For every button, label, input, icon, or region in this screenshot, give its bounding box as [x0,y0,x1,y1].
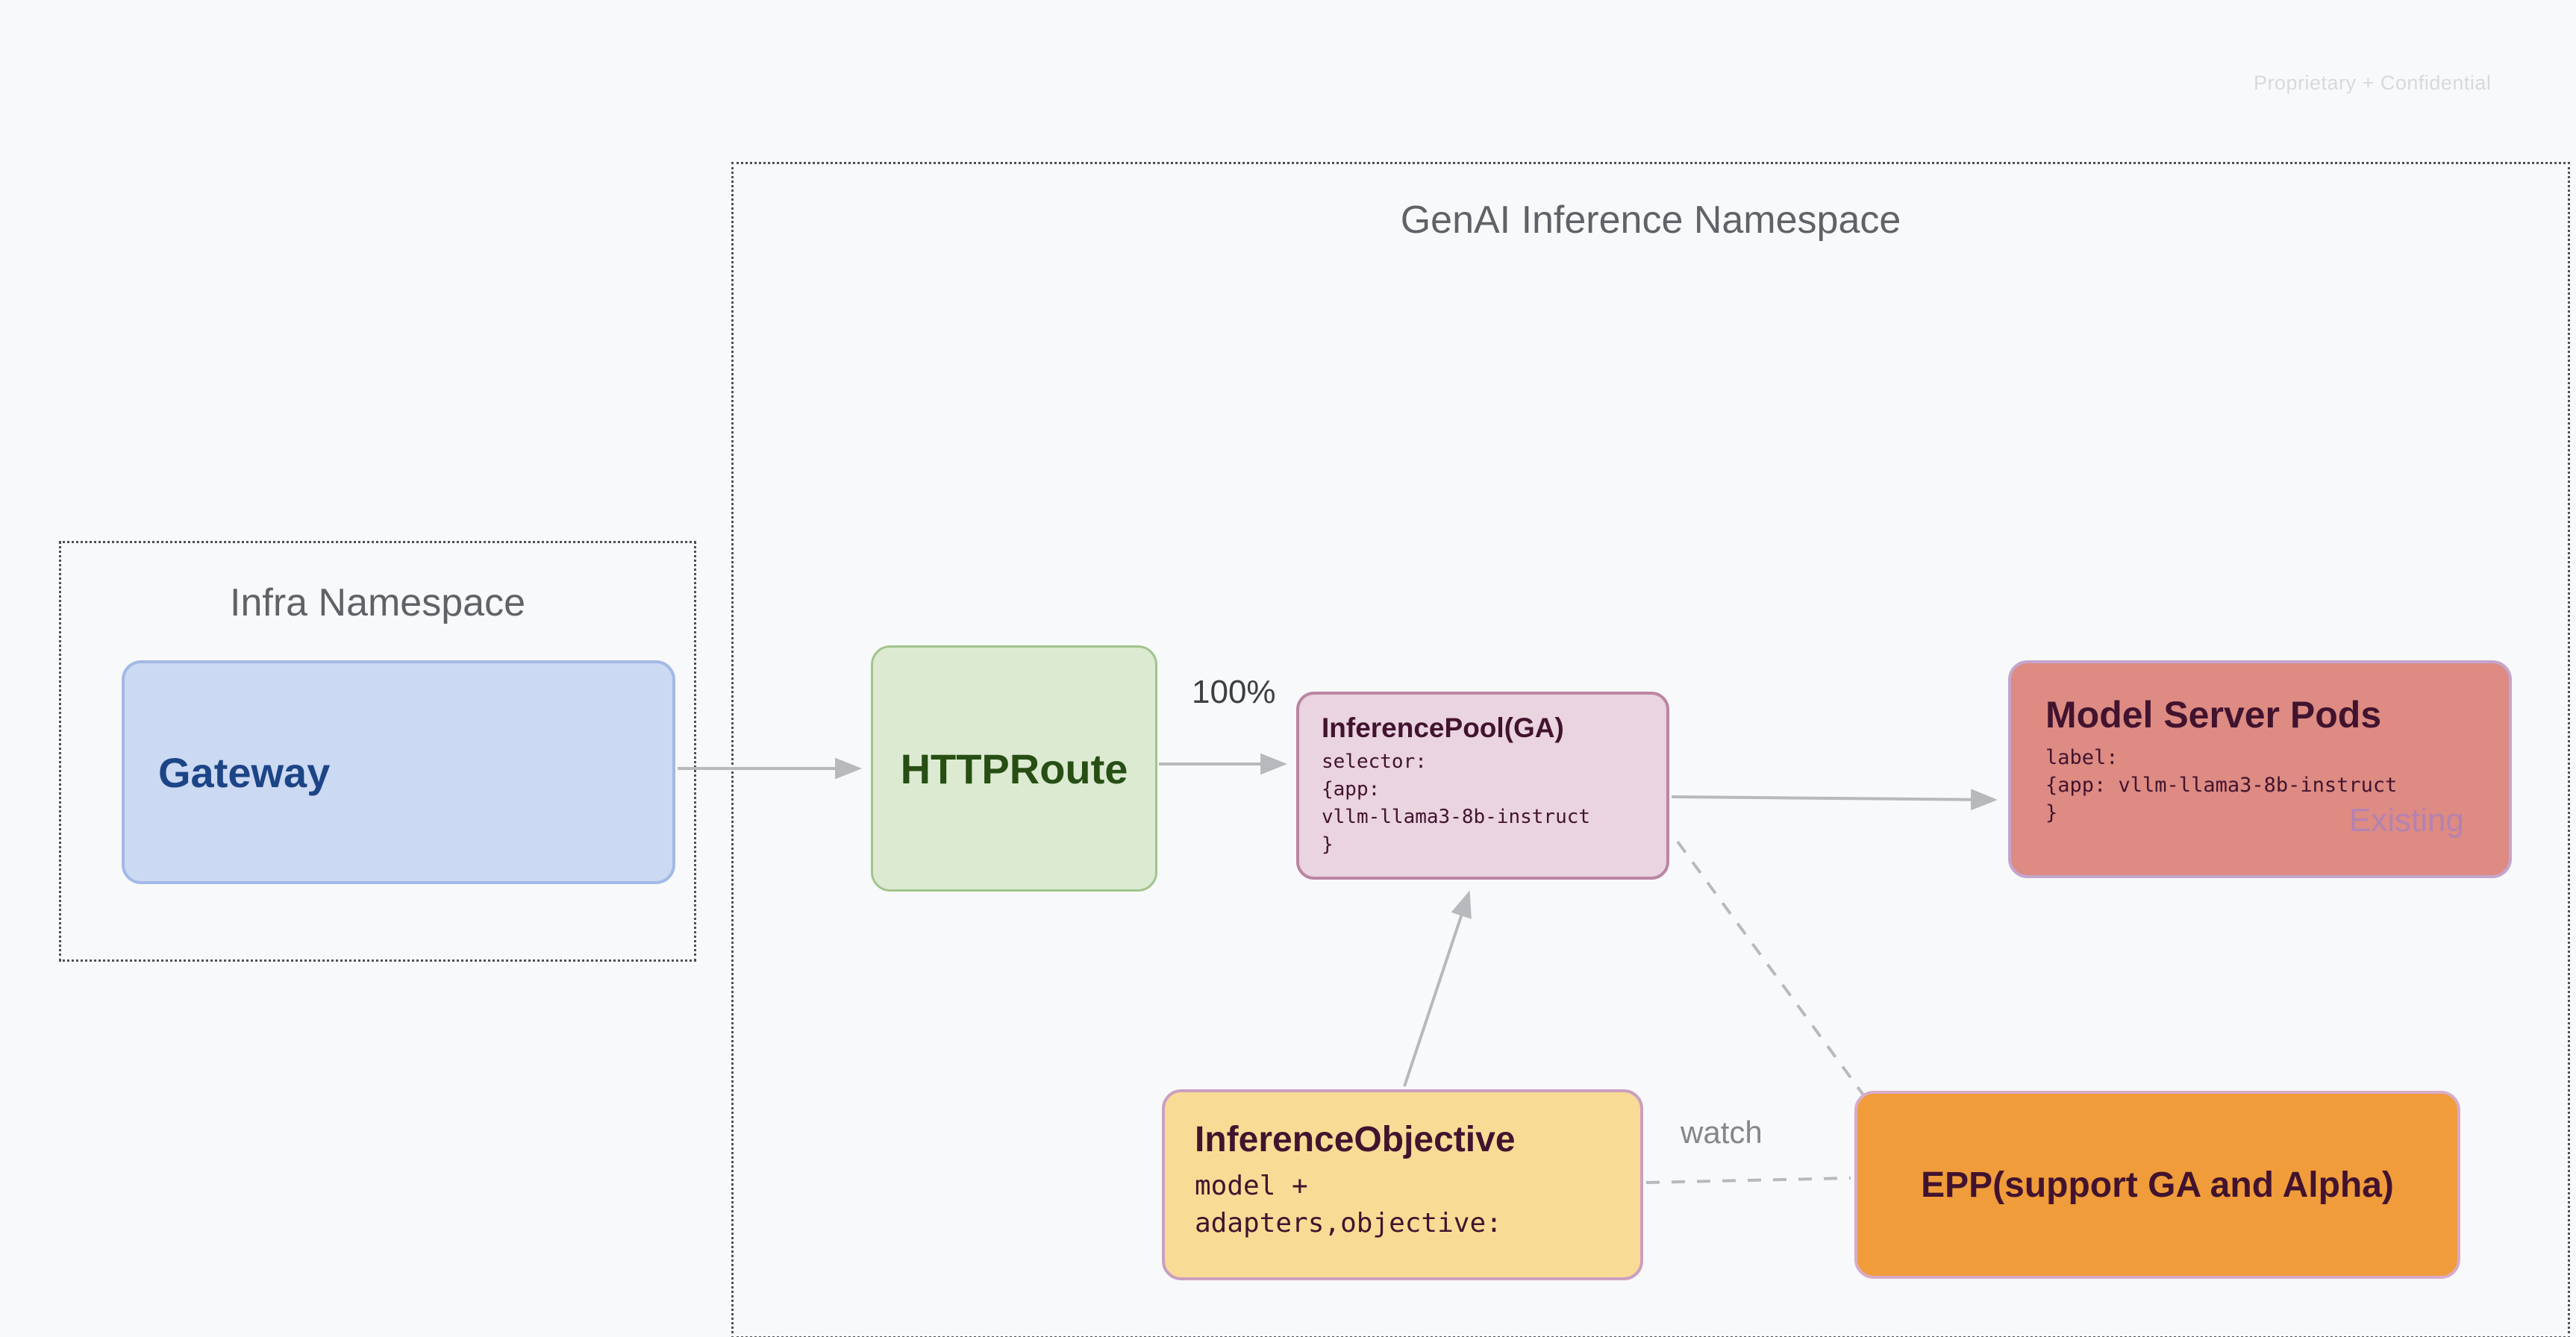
watch-label: watch [1681,1115,1763,1150]
model-server-pods-code-line: {app: vllm-llama3-8b-instruct [2045,774,2398,797]
inference-pool-code-line: selector: [1322,751,1427,773]
genai-namespace-title: GenAI Inference Namespace [1400,198,1901,242]
confidentiality-watermark: Proprietary + Confidential [2254,72,2492,94]
inference-pool-code-line: } [1322,833,1334,856]
model-server-pods-node: Model Server Pods label: {app: vllm-llam… [2008,660,2512,878]
inference-objective-node: InferenceObjective model + adapters,obje… [1162,1089,1643,1280]
gateway-label: Gateway [158,748,331,796]
inference-pool-node: InferencePool(GA) selector: {app: vllm-l… [1296,692,1669,880]
infra-namespace-title: Infra Namespace [230,581,525,624]
existing-badge: Existing [2348,802,2464,839]
model-server-pods-title: Model Server Pods [2045,694,2382,736]
model-server-pods-code-line: label: [2045,746,2119,769]
inference-objective-title: InferenceObjective [1195,1120,1516,1159]
epp-node: EPP(support GA and Alpha) [1854,1091,2460,1279]
model-server-pods-code-line: } [2045,801,2058,824]
httproute-node: HTTPRoute [871,645,1157,892]
inference-objective-code-line: model + [1195,1171,1308,1201]
gateway-node: Gateway [122,660,675,884]
inference-pool-title: InferencePool(GA) [1322,713,1564,743]
infra-namespace-box: Infra Namespace [59,541,696,962]
epp-label: EPP(support GA and Alpha) [1921,1165,2394,1205]
inference-objective-code-line: adapters,objective: [1195,1208,1502,1239]
route-weight-label: 100% [1192,674,1276,710]
genai-inference-namespace-box: GenAI Inference Namespace [731,162,2570,1337]
httproute-label: HTTPRoute [900,745,1128,792]
inference-pool-code-line: vllm-llama3-8b-instruct [1322,806,1591,828]
inference-pool-code-line: {app: [1322,778,1381,801]
